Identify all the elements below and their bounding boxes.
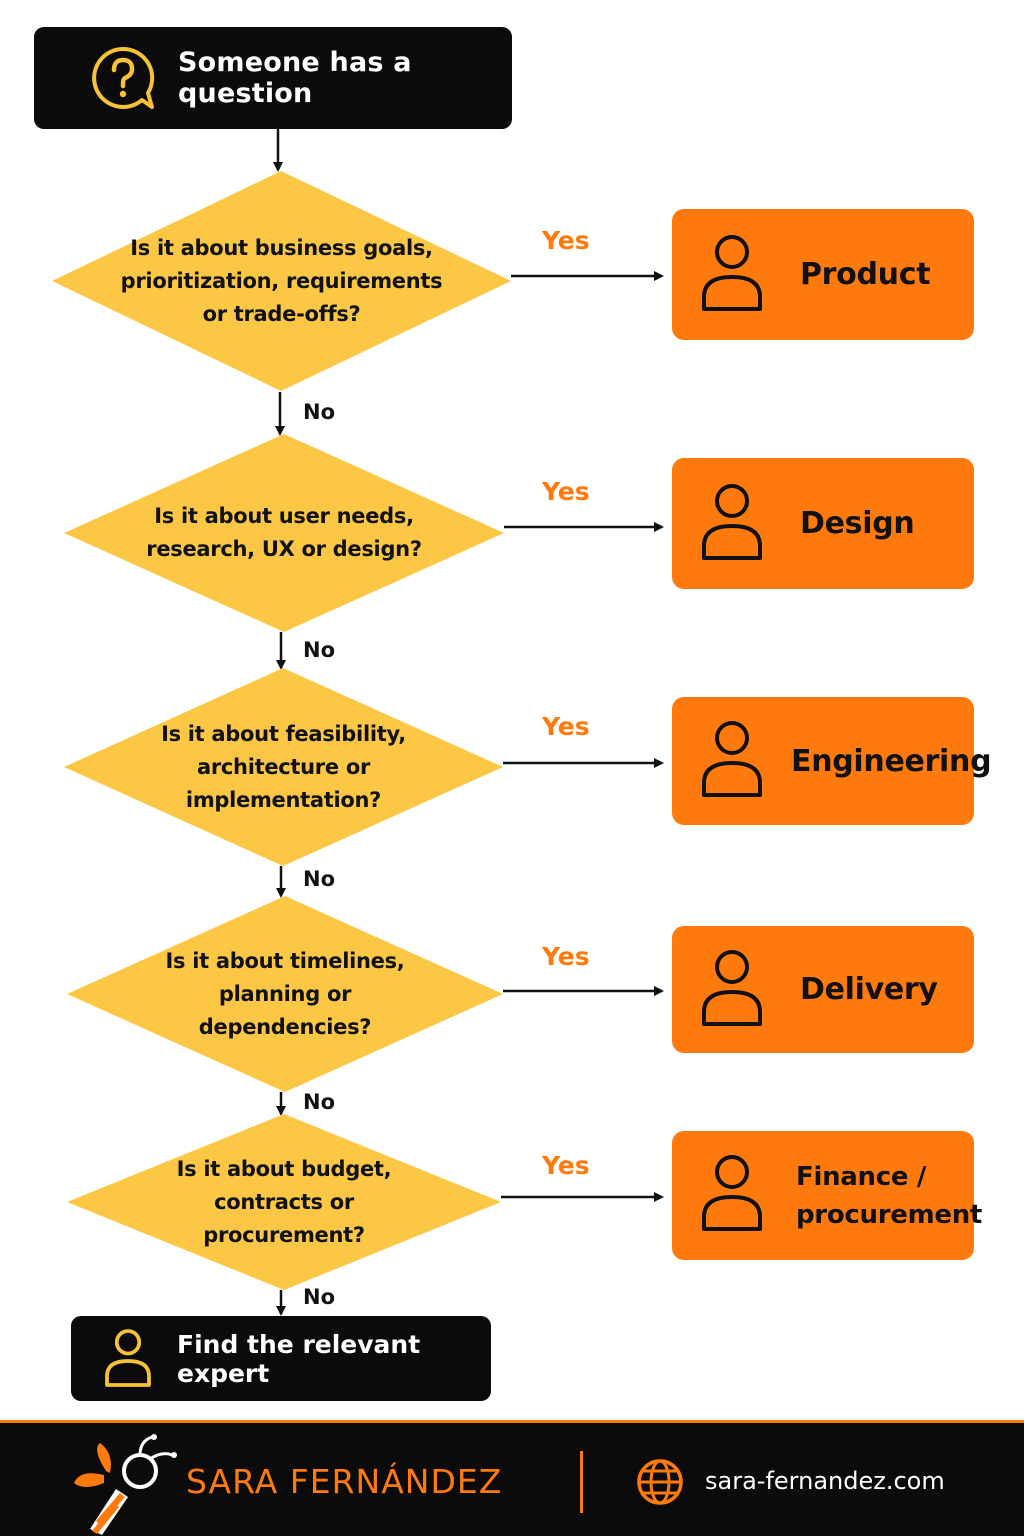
team-box-delivery: Delivery xyxy=(672,926,974,1053)
footer: SARA FERNÁNDEZ sara-fernandez.com xyxy=(0,1420,1024,1536)
decision-diamond-4: Is it about timelines, planning or depen… xyxy=(67,896,503,1092)
decision-diamond-1: Is it about business goals, prioritizati… xyxy=(52,171,511,391)
decision-text: Is it about budget, contracts or procure… xyxy=(176,1156,392,1247)
team-label: Engineering xyxy=(791,743,992,779)
team-box-finance: Finance / procurement xyxy=(672,1131,982,1260)
team-label: Delivery xyxy=(800,972,938,1007)
website-link[interactable]: sara-fernandez.com xyxy=(705,1467,945,1495)
team-box-engineering: Engineering xyxy=(672,697,992,825)
end-label: Find the relevant expert xyxy=(177,1329,421,1388)
brand-name: SARA FERNÁNDEZ xyxy=(186,1461,503,1501)
footer-divider xyxy=(580,1451,583,1513)
no-label: No xyxy=(303,1285,336,1309)
person-icon xyxy=(702,1155,762,1231)
decision-text: Is it about user needs, research, UX or … xyxy=(146,504,422,561)
decision-diamond-2: Is it about user needs, research, UX or … xyxy=(64,434,504,632)
bee-logo-icon xyxy=(74,1434,177,1535)
no-label: No xyxy=(303,400,336,424)
person-icon xyxy=(702,484,762,560)
decision-diamond-5: Is it about budget, contracts or procure… xyxy=(67,1114,501,1290)
person-icon xyxy=(105,1329,151,1387)
yes-label: Yes xyxy=(542,226,590,255)
no-label: No xyxy=(303,638,336,662)
yes-label: Yes xyxy=(542,712,590,741)
globe-icon xyxy=(637,1459,683,1505)
no-label: No xyxy=(303,1090,336,1114)
yes-label: Yes xyxy=(542,1151,590,1180)
start-node: Someone has a question xyxy=(34,27,512,129)
team-label: Finance / procurement xyxy=(796,1161,983,1230)
start-label: Someone has a question xyxy=(178,47,412,109)
person-icon xyxy=(702,235,762,311)
decision-text: Is it about timelines, planning or depen… xyxy=(165,948,405,1039)
decision-text: Is it about feasibility, architecture or… xyxy=(161,721,406,812)
team-label: Design xyxy=(800,506,915,541)
person-icon xyxy=(702,721,762,797)
team-label: Product xyxy=(800,257,931,292)
question-bubble-icon xyxy=(92,46,155,109)
person-icon xyxy=(702,950,762,1026)
yes-label: Yes xyxy=(542,942,590,971)
no-label: No xyxy=(303,867,336,891)
team-box-design: Design xyxy=(672,458,974,589)
decision-diamond-3: Is it about feasibility, architecture or… xyxy=(64,668,503,866)
yes-label: Yes xyxy=(542,477,590,506)
team-box-product: Product xyxy=(672,209,974,340)
decision-text: Is it about business goals, prioritizati… xyxy=(120,235,443,326)
end-node: Find the relevant expert xyxy=(71,1316,491,1401)
